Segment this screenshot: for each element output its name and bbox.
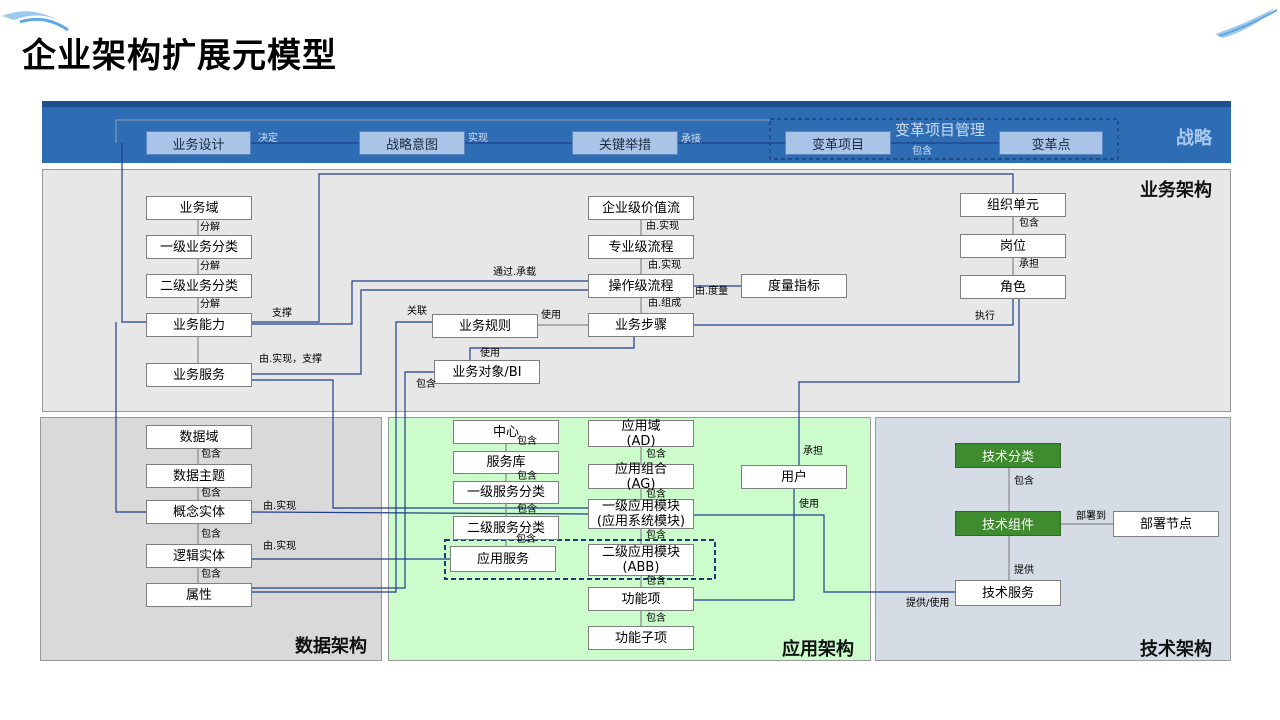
app-group: 应用组合 (AG) bbox=[588, 462, 694, 492]
link-app-contain-b1: 包含 bbox=[646, 449, 666, 460]
app-service-library: 服务库 bbox=[453, 451, 559, 474]
business-architecture-label: 业务架构 bbox=[1140, 180, 1212, 201]
role: 角色 bbox=[960, 275, 1066, 299]
strategy-business-design: 业务设计 bbox=[146, 131, 251, 155]
link-deploy-to: 部署到 bbox=[1076, 511, 1106, 522]
application-architecture-label: 应用架构 bbox=[782, 639, 854, 660]
link-data-contain-1: 包含 bbox=[201, 449, 221, 460]
link-execute: 执行 bbox=[975, 311, 995, 322]
data-subject: 数据主题 bbox=[146, 464, 252, 488]
business-step: 业务步骤 bbox=[588, 313, 694, 337]
app-service-category-l1: 一级服务分类 bbox=[453, 481, 559, 504]
business-object: 业务对象/BI bbox=[434, 360, 540, 384]
link-tech-contain: 包含 bbox=[1014, 476, 1034, 487]
link-split-1: 分解 bbox=[200, 222, 220, 233]
link-realize: 实现 bbox=[468, 133, 488, 144]
link-app-contain-a1: 包含 bbox=[517, 436, 537, 447]
link-value-stream-realize: 由.实现 bbox=[646, 221, 680, 232]
app-service: 应用服务 bbox=[450, 546, 556, 572]
link-app-use: 使用 bbox=[799, 499, 819, 510]
link-contain: 包含 bbox=[912, 146, 932, 157]
user: 用户 bbox=[741, 465, 847, 489]
strategy-change-project: 变革项目 bbox=[785, 131, 891, 155]
enterprise-value-stream: 企业级价值流 bbox=[588, 196, 694, 220]
professional-process: 专业级流程 bbox=[588, 235, 694, 259]
deployment-node: 部署节点 bbox=[1113, 511, 1219, 537]
link-contain-object: 包含 bbox=[416, 379, 436, 390]
link-position-undertake: 承担 bbox=[1019, 259, 1039, 270]
link-process-realize: 由.实现 bbox=[648, 260, 682, 271]
business-domain: 业务域 bbox=[146, 196, 252, 220]
app-center: 中心 bbox=[453, 420, 559, 444]
strategy-change-point: 变革点 bbox=[999, 131, 1103, 155]
corner-swoosh-right bbox=[1215, 8, 1278, 38]
link-data-contain-2: 包含 bbox=[201, 488, 221, 499]
business-category-l2: 二级业务分类 bbox=[146, 274, 252, 298]
link-decide: 决定 bbox=[258, 133, 278, 144]
strategy-key-initiatives: 关键举措 bbox=[572, 131, 678, 155]
data-architecture-panel bbox=[40, 417, 382, 661]
link-realize-support: 由.实现，支撑 bbox=[259, 354, 323, 365]
business-capability: 业务能力 bbox=[146, 313, 252, 337]
link-provide-use: 提供/使用 bbox=[906, 598, 950, 609]
link-app-contain-b5: 包含 bbox=[646, 613, 666, 624]
page-title: 企业架构扩展元模型 bbox=[22, 36, 337, 76]
link-undertake: 承接 bbox=[681, 134, 701, 145]
strategy-label: 战略 bbox=[1176, 128, 1212, 149]
app-module-l1: 一级应用模块 (应用系统模块) bbox=[588, 499, 694, 529]
corner-swoosh-left bbox=[2, 11, 69, 32]
link-app-contain-b3: 包含 bbox=[646, 530, 666, 541]
link-app-contain-a4: 包含 bbox=[516, 534, 536, 545]
link-app-contain-b4: 包含 bbox=[646, 576, 666, 587]
business-service: 业务服务 bbox=[146, 363, 252, 387]
data-architecture-label: 数据架构 bbox=[295, 636, 367, 657]
link-provide: 提供 bbox=[1014, 565, 1034, 576]
operational-process: 操作级流程 bbox=[588, 274, 694, 298]
app-domain: 应用域 (AD) bbox=[588, 419, 694, 449]
link-data-contain-3: 包含 bbox=[201, 529, 221, 540]
link-app-contain-a3: 包含 bbox=[517, 504, 537, 515]
org-unit: 组织单元 bbox=[960, 193, 1066, 217]
link-app-contain-b2: 包含 bbox=[646, 489, 666, 500]
data-domain: 数据域 bbox=[146, 425, 252, 449]
feature: 功能项 bbox=[588, 587, 694, 611]
business-category-l1: 一级业务分类 bbox=[146, 235, 252, 259]
link-user-bear: 承担 bbox=[803, 446, 823, 457]
change-project-management-label: 变革项目管理 bbox=[895, 121, 986, 139]
technology-architecture-label: 技术架构 bbox=[1140, 639, 1212, 660]
sub-feature: 功能子项 bbox=[588, 626, 694, 650]
link-by-compose: 由.组成 bbox=[648, 298, 682, 309]
link-app-contain-a2: 包含 bbox=[517, 471, 537, 482]
tech-service: 技术服务 bbox=[955, 580, 1061, 606]
link-via-carry: 通过.承载 bbox=[493, 267, 537, 278]
logical-entity: 逻辑实体 bbox=[146, 544, 252, 568]
link-split-3: 分解 bbox=[200, 299, 220, 310]
link-by-measure: 由.度量 bbox=[695, 286, 729, 297]
measurement-metric: 度量指标 bbox=[741, 274, 847, 298]
app-service-category-l2: 二级服务分类 bbox=[453, 516, 559, 540]
link-support: 支撑 bbox=[272, 308, 292, 319]
link-org-contain: 包含 bbox=[1019, 218, 1039, 229]
link-associate: 关联 bbox=[407, 306, 427, 317]
link-data-contain-4: 包含 bbox=[201, 569, 221, 580]
attribute: 属性 bbox=[146, 583, 252, 607]
link-split-2: 分解 bbox=[200, 261, 220, 272]
position: 岗位 bbox=[960, 234, 1066, 258]
link-use-object: 使用 bbox=[480, 348, 500, 359]
link-data-realize-2: 由.实现 bbox=[263, 541, 297, 552]
link-use-rule: 使用 bbox=[541, 310, 561, 321]
strategy-intent: 战略意图 bbox=[359, 131, 465, 155]
business-rule: 业务规则 bbox=[432, 314, 538, 338]
link-data-realize-1: 由.实现 bbox=[263, 501, 297, 512]
app-module-l2: 二级应用模块 (ABB) bbox=[588, 544, 694, 576]
tech-component: 技术组件 bbox=[955, 511, 1061, 536]
conceptual-entity: 概念实体 bbox=[146, 500, 252, 524]
tech-category: 技术分类 bbox=[955, 443, 1061, 468]
